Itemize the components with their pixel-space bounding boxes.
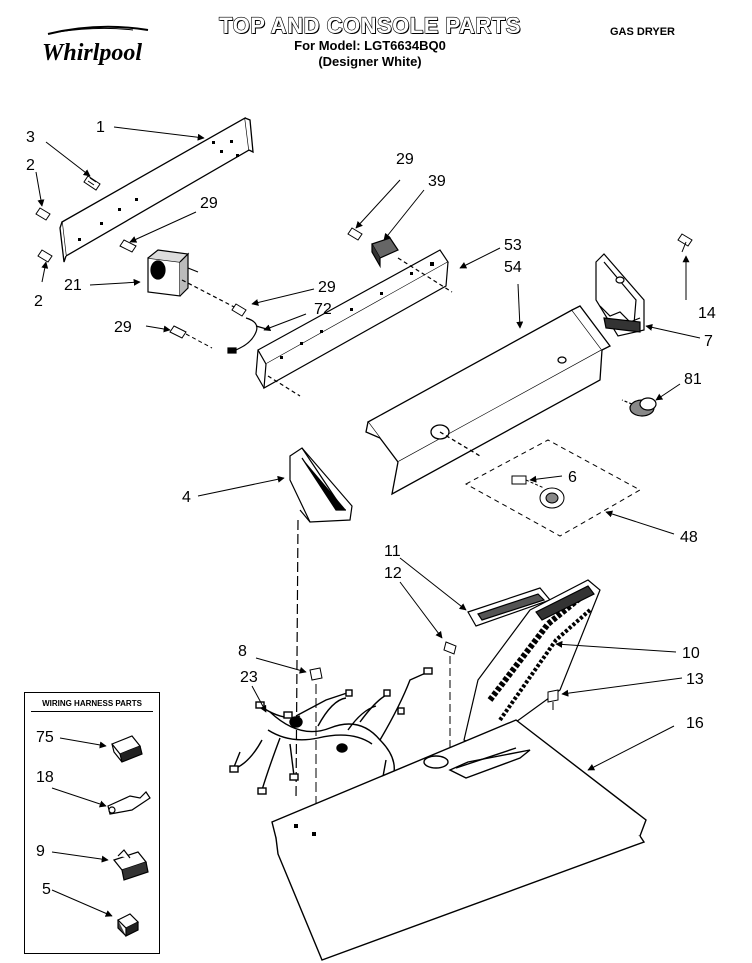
callout-29-mid: 29 bbox=[318, 279, 336, 296]
screw-part-2-upper bbox=[35, 207, 51, 221]
callout-3: 3 bbox=[26, 129, 35, 146]
callout-16: 16 bbox=[686, 715, 704, 732]
callout-13: 13 bbox=[686, 671, 704, 688]
callout-54: 54 bbox=[504, 259, 522, 276]
callout-2-upper: 2 bbox=[26, 157, 35, 174]
callout-5: 5 bbox=[42, 881, 51, 898]
connector-part-9 bbox=[112, 849, 149, 881]
callout-23: 23 bbox=[240, 669, 258, 686]
callout-10: 10 bbox=[682, 645, 700, 662]
callout-7: 7 bbox=[704, 333, 713, 350]
timer-switch bbox=[147, 249, 241, 311]
model-line: For Model: LGT6634BQ0 bbox=[294, 38, 446, 53]
callout-39: 39 bbox=[428, 173, 446, 190]
callout-18: 18 bbox=[36, 769, 54, 786]
whirlpool-logo: Whirlpool bbox=[42, 25, 149, 66]
connector-part-5 bbox=[116, 913, 140, 937]
callout-21: 21 bbox=[64, 277, 82, 294]
brand-text: Whirlpool bbox=[42, 40, 142, 66]
screw-part-29-mid bbox=[231, 303, 247, 317]
console-housing-part-10 bbox=[463, 579, 601, 749]
screw-part-12 bbox=[443, 641, 457, 760]
connector-part-75 bbox=[111, 735, 143, 763]
screw-part-29-right bbox=[347, 227, 363, 241]
callout-53: 53 bbox=[504, 237, 522, 254]
callout-14: 14 bbox=[698, 305, 716, 322]
top-part-16 bbox=[271, 719, 647, 961]
callout-8: 8 bbox=[238, 643, 247, 660]
wiring-box-divider bbox=[31, 711, 153, 712]
knob-part-81 bbox=[621, 397, 657, 417]
screw-part-29-bottom bbox=[169, 325, 213, 349]
wiring-box-title: WIRING HARNESS PARTS bbox=[42, 699, 142, 708]
callout-1: 1 bbox=[96, 119, 105, 136]
callout-6: 6 bbox=[568, 469, 577, 486]
title-block: TOP AND CONSOLE PARTS For Model: LGT6634… bbox=[170, 13, 570, 70]
color-line: (Designer White) bbox=[318, 54, 422, 69]
callout-48: 48 bbox=[680, 529, 698, 546]
console-panel bbox=[365, 305, 611, 496]
callout-2-lower: 2 bbox=[34, 293, 43, 310]
end-cap-part-7 bbox=[595, 253, 645, 337]
callout-72: 72 bbox=[314, 301, 332, 318]
callout-12: 12 bbox=[384, 565, 402, 582]
callout-29-bottom: 29 bbox=[114, 319, 132, 336]
rear-control-panel bbox=[59, 116, 254, 263]
terminal-part-18 bbox=[107, 791, 151, 815]
leader-arrows bbox=[35, 126, 701, 917]
screw-part-3 bbox=[83, 175, 101, 191]
callout-29-left: 29 bbox=[200, 195, 218, 212]
callout-4: 4 bbox=[182, 489, 191, 506]
selector-part-6 bbox=[511, 475, 545, 489]
page-title: TOP AND CONSOLE PARTS bbox=[218, 13, 521, 38]
callout-11: 11 bbox=[384, 543, 401, 560]
callout-9: 9 bbox=[36, 843, 45, 860]
dashed-assembly-part-48 bbox=[464, 439, 642, 537]
screw-part-13 bbox=[547, 689, 559, 710]
console-bracket-rail bbox=[255, 249, 449, 397]
product-type: GAS DRYER bbox=[610, 26, 675, 38]
callout-29-right: 29 bbox=[396, 151, 414, 168]
screw-part-29-left bbox=[119, 239, 137, 253]
screw-part-14 bbox=[677, 233, 693, 253]
callout-81: 81 bbox=[684, 371, 702, 388]
screw-part-2-lower bbox=[37, 249, 53, 263]
wiring-harness-parts-box: WIRING HARNESS PARTS bbox=[24, 692, 160, 954]
console-end-part-4 bbox=[289, 447, 353, 801]
callout-75: 75 bbox=[36, 729, 54, 746]
